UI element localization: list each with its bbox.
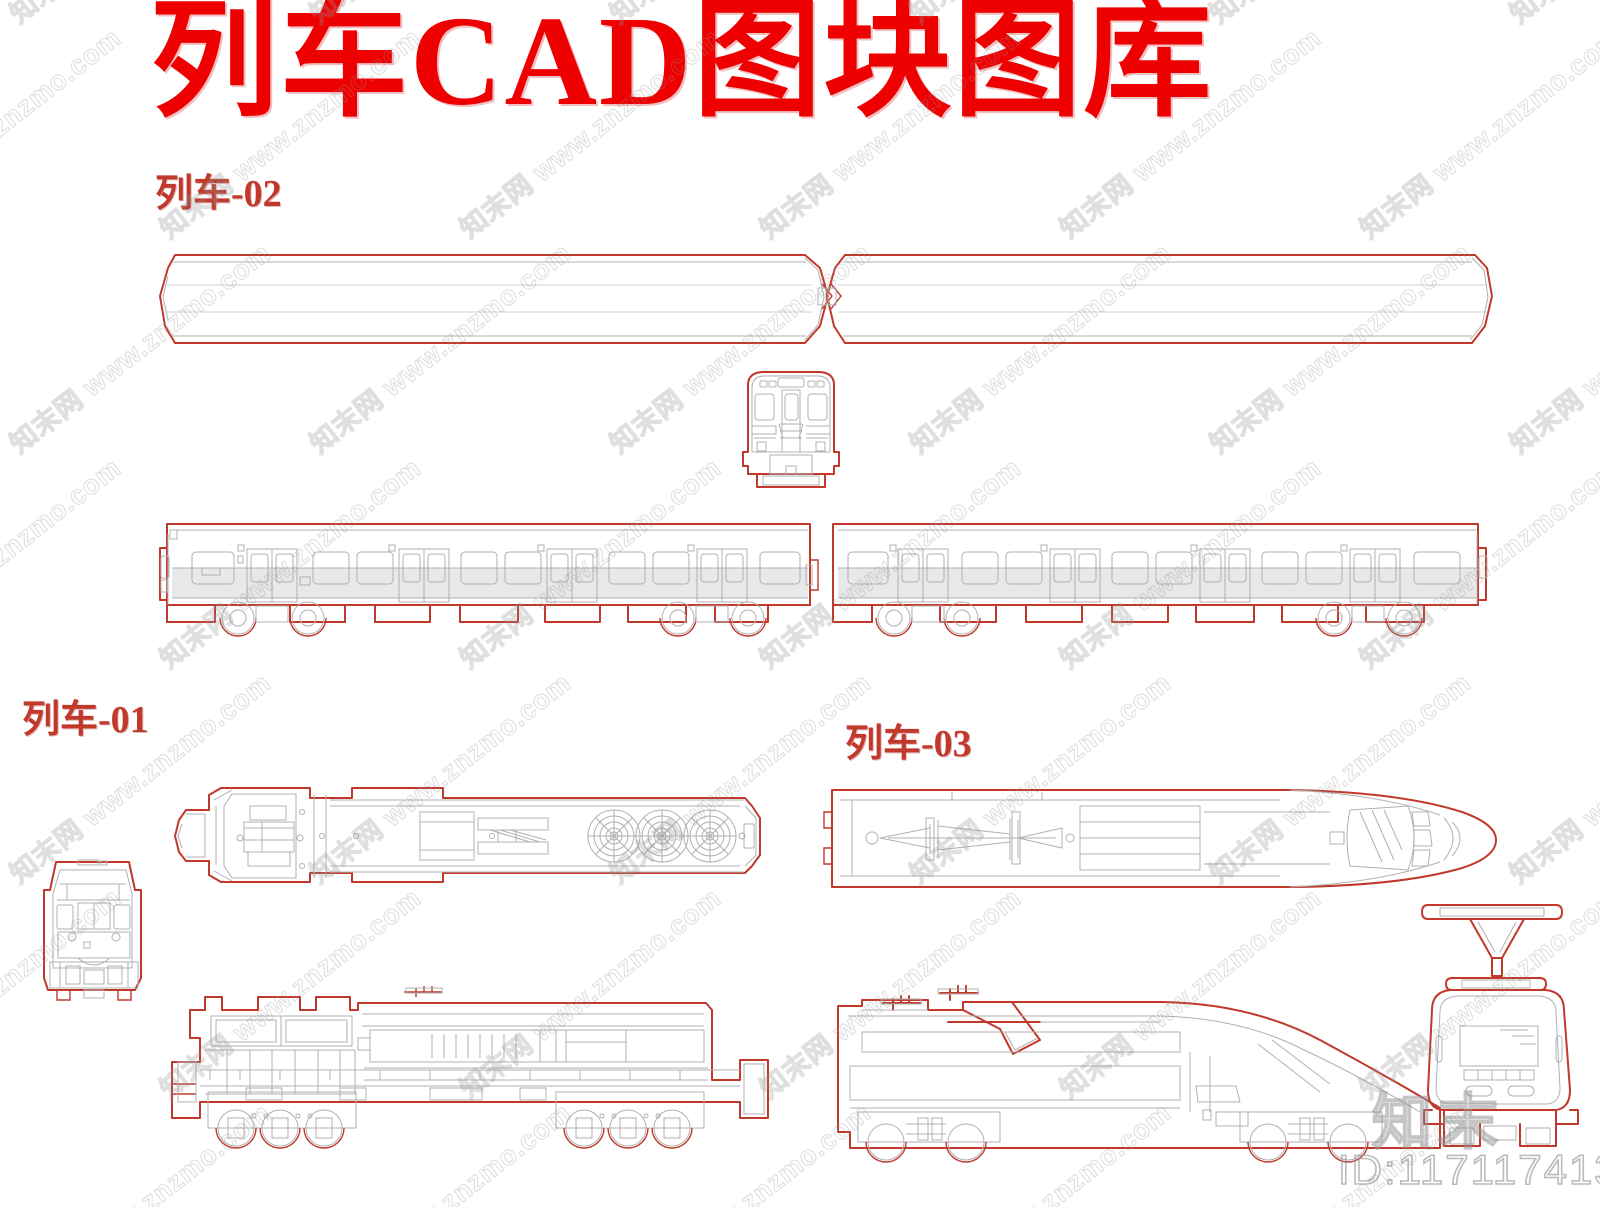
train03-front-elevation-view xyxy=(1421,904,1579,1147)
train02-side-car-b xyxy=(832,523,1488,637)
radiator-fan xyxy=(587,809,641,863)
train03-top-plan-view xyxy=(823,789,1497,888)
train02-front-elevation-view xyxy=(742,371,840,488)
pantograph-front xyxy=(1421,904,1563,991)
section-label-train-02: 列车-02 xyxy=(155,173,282,215)
train03-side-elevation-view xyxy=(837,985,1441,1163)
bogie xyxy=(1315,601,1423,637)
section-label-train-01: 列车-01 xyxy=(22,699,149,741)
page-title: 列车CAD图块图库 xyxy=(150,0,1214,132)
bogie xyxy=(219,601,327,637)
bogie xyxy=(659,601,767,637)
bogie xyxy=(875,601,981,637)
pantograph-raised xyxy=(862,985,1041,1055)
train01-top-plan-view xyxy=(174,787,761,883)
train02-side-elevation-view xyxy=(159,523,1488,637)
radiator-fan xyxy=(635,809,689,863)
train02-top-plan-view xyxy=(159,254,1493,344)
train01-side-elevation-view xyxy=(171,986,769,1149)
radiator-fan xyxy=(683,809,737,863)
bogie xyxy=(207,1091,357,1149)
train02-side-car-a xyxy=(159,523,819,637)
bogie xyxy=(1239,1111,1383,1163)
pantograph-plan xyxy=(865,811,1075,865)
section-label-train-03: 列车-03 xyxy=(845,723,972,765)
bogie xyxy=(857,1111,1001,1163)
watermark-brand: 知末 xyxy=(1371,1088,1504,1157)
train01-front-elevation-view xyxy=(43,859,142,1001)
bogie xyxy=(555,1091,705,1149)
watermark-id: ID:1171174130 xyxy=(1337,1145,1600,1194)
